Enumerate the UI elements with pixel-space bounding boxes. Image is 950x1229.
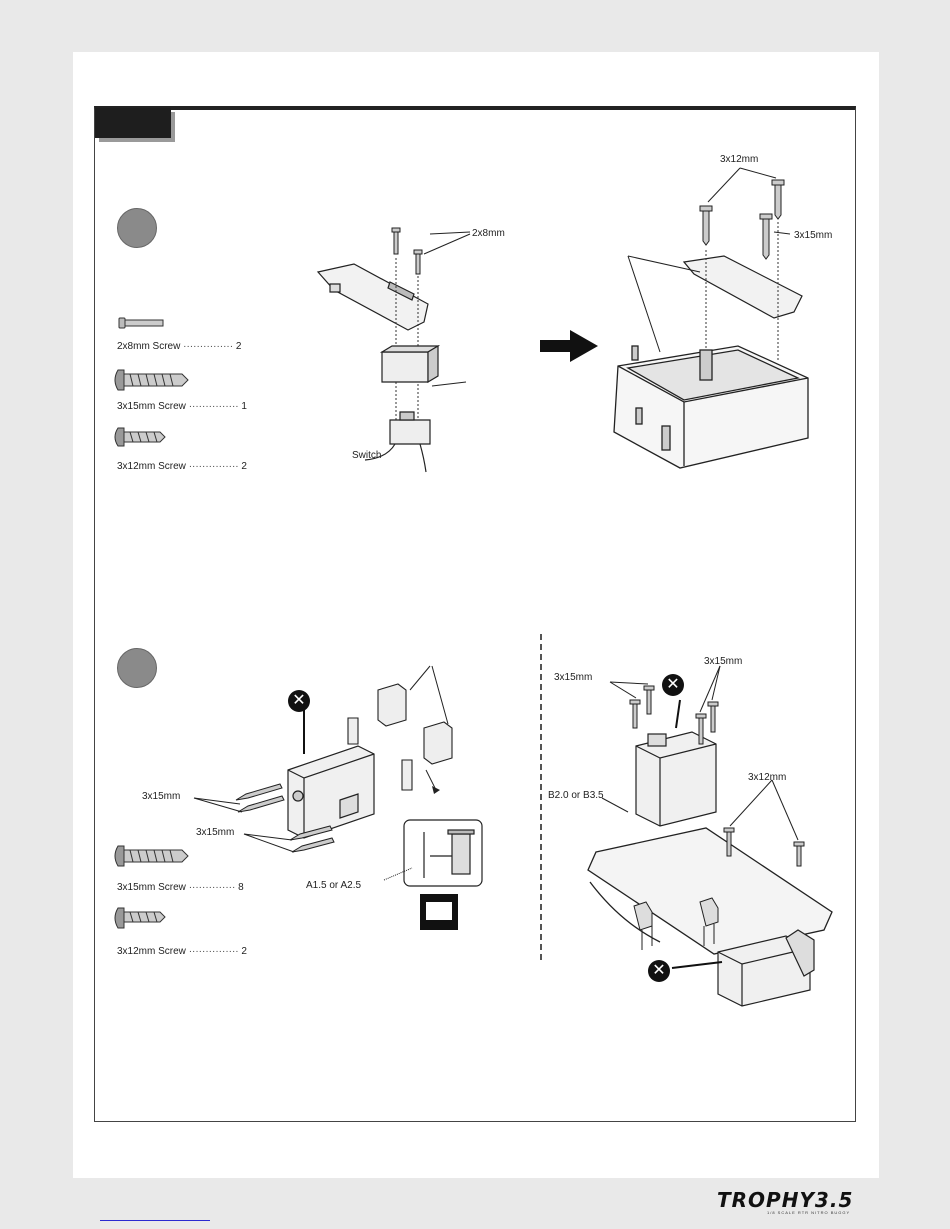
servo-upper	[636, 732, 716, 826]
radio-box	[614, 346, 808, 468]
self-tapping-screw-icon	[115, 370, 188, 390]
step2-number-circle	[117, 648, 157, 688]
leader-dots: ···············	[189, 461, 242, 472]
leader-dots: ···············	[189, 401, 242, 412]
part-row-3x12: 3x12mm Screw ··············· 2	[117, 946, 247, 957]
callout-left-3x15-a: 3x15mm	[142, 791, 180, 802]
section-divider	[540, 634, 542, 960]
logo-text: TROPHY3.5	[717, 1188, 853, 1212]
note-hand-icon	[420, 894, 458, 930]
detail-inset	[404, 820, 482, 886]
part-label: 3x15mm Screw	[117, 882, 186, 893]
servo-marker-icon: ✕	[662, 674, 684, 696]
part-qty: 2	[241, 946, 247, 957]
machine-screw-icon	[119, 318, 163, 328]
logo-subtitle: 1/8 SCALE RTR NITRO BUGGY	[767, 1210, 850, 1215]
part-label: 2x8mm Screw	[117, 341, 180, 352]
callout-right-3x15-b: 3x15mm	[704, 656, 742, 667]
self-tapping-screw-icon	[115, 428, 165, 446]
switch-cover	[382, 346, 438, 382]
servo-marker-icon: ✕	[288, 690, 310, 712]
callout-right-3x12: 3x12mm	[748, 772, 786, 783]
part-row-3x12: 3x12mm Screw ··············· 2	[117, 461, 247, 472]
callout-3x12: 3x12mm	[720, 154, 758, 165]
part-qty: 1	[241, 401, 247, 412]
leader-dots: ··············	[189, 882, 238, 893]
switch-body	[365, 412, 430, 472]
part-qty: 8	[238, 882, 244, 893]
screw-3x12	[700, 180, 784, 259]
leader-dots: ···············	[183, 341, 236, 352]
part-qty: 2	[241, 461, 247, 472]
brand-logo: TROPHY3.5 1/8 SCALE RTR NITRO BUGGY	[717, 1188, 881, 1210]
servo-marker-icon: ✕	[648, 960, 670, 982]
part-label: 3x12mm Screw	[117, 946, 186, 957]
self-tapping-screw-icon	[115, 908, 165, 928]
callout-spacer-b: B2.0 or B3.5	[548, 790, 604, 801]
footer-link-underline[interactable]	[100, 1220, 210, 1221]
leader-dots: ···············	[189, 946, 242, 957]
servo	[288, 746, 374, 838]
self-tapping-screw-icon	[115, 846, 188, 866]
part-qty: 2	[236, 341, 242, 352]
callout-switch: Switch	[352, 450, 381, 461]
callout-left-3x15-b: 3x15mm	[196, 827, 234, 838]
arrow-icon	[540, 330, 598, 362]
callout-spacer: A1.5 or A2.5	[306, 880, 361, 891]
part-row-3x15: 3x15mm Screw ··············· 1	[117, 401, 247, 412]
switch-mount-plate	[318, 264, 428, 330]
part-row-2x8: 2x8mm Screw ··············· 2	[117, 341, 241, 352]
callout-2x8: 2x8mm	[472, 228, 505, 239]
part-row-3x15: 3x15mm Screw ·············· 8	[117, 882, 244, 893]
part-label: 3x12mm Screw	[117, 461, 186, 472]
part-label: 3x15mm Screw	[117, 401, 186, 412]
callout-3x15: 3x15mm	[794, 230, 832, 241]
callout-right-3x15-a: 3x15mm	[554, 672, 592, 683]
mount-plate	[684, 256, 802, 318]
